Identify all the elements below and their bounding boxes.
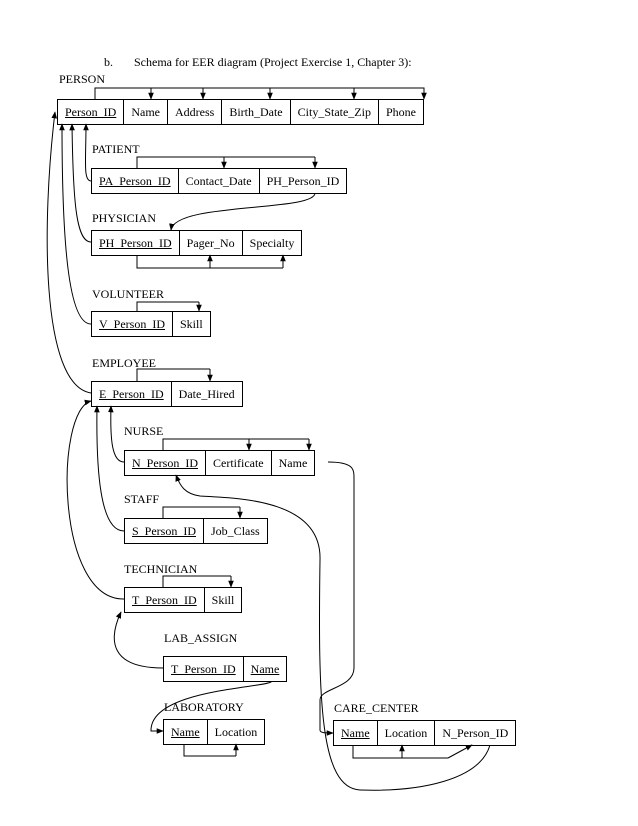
care-center-location-attr: Location [378,721,436,745]
patient-relation-name: PATIENT [92,142,140,156]
technician-skill-attr: Skill [211,593,235,607]
heading-text: Schema for EER diagram (Project Exercise… [134,55,412,69]
technician-to-employee-fk [66,399,125,600]
volunteer-fd-line [136,301,199,311]
volunteer-v-person-id-attr: V_Person_ID [92,312,173,336]
lab-assign-relation-name: LAB_ASSIGN [164,631,238,645]
nurse-to-employee-fk [108,405,125,463]
lab-assign-name-attr: Name [250,662,280,676]
nurse-relation-name: NURSE [124,424,164,438]
volunteer-relation-name: VOLUNTEER [92,287,164,301]
physician-table: PH_Person_ID Pager_No Specialty [91,230,303,256]
technician-t-person-id-attr: T_Person_ID [125,588,205,612]
technician-fd-line [162,575,231,587]
person-fd-line [94,87,425,99]
person-address-attr: Address [168,100,223,124]
lab-assign-to-technician-fk [113,611,164,669]
staff-relation-name: STAFF [124,492,160,506]
care-center-name-attr: Name [334,721,378,745]
physician-specialty-attr: Specialty [249,236,295,250]
lab-assign-to-laboratory-fk [150,680,273,734]
nurse-fd-line [162,438,309,450]
person-id-attr: Person_ID [58,100,125,124]
care-center-fd-arrow-n-person-id [447,744,473,759]
laboratory-fd-line [183,744,236,757]
physician-ph-person-id-attr: PH_Person_ID [92,231,180,255]
staff-job-class-attr: Job_Class [211,524,260,538]
patient-fd-line [136,156,315,168]
patient-pa-person-id-attr: PA_Person_ID [92,169,179,193]
staff-s-person-id-attr: S_Person_ID [125,519,205,543]
employee-date-hired-attr: Date_Hired [178,387,235,401]
employee-table: E_Person_ID Date_Hired [91,381,243,407]
lab-assign-table: T_Person_ID Name [163,656,288,682]
staff-to-employee-fk [94,405,125,532]
care-center-n-person-id-attr: N_Person_ID [442,726,509,740]
patient-to-person-fk [83,123,92,182]
person-relation-name: PERSON [59,72,106,86]
technician-table: T_Person_ID Skill [124,587,243,613]
patient-to-physician-fk [169,192,316,231]
volunteer-table: V_Person_ID Skill [91,311,211,337]
heading-letter: b. [104,55,113,69]
physician-fd-line [136,255,283,269]
staff-table: S_Person_ID Job_Class [124,518,268,544]
patient-ph-person-id-attr: PH_Person_ID [266,174,340,188]
physician-relation-name: PHYSICIAN [92,211,157,225]
laboratory-name-attr: Name [164,720,208,744]
care-center-to-nurse-fk [175,474,491,791]
volunteer-to-person-fk [59,123,92,325]
volunteer-skill-attr: Skill [180,317,203,331]
technician-relation-name: TECHNICIAN [124,562,198,576]
physician-pager-no-attr: Pager_No [180,231,243,255]
nurse-n-person-id-attr: N_Person_ID [125,451,206,475]
laboratory-relation-name: LABORATORY [164,700,244,714]
laboratory-location-attr: Location [214,725,258,739]
lab-assign-t-person-id-attr: T_Person_ID [164,657,244,681]
nurse-certificate-attr: Certificate [206,451,272,475]
person-city-state-zip-attr: City_State_Zip [291,100,379,124]
physician-to-person-fk [69,123,92,243]
nurse-to-care-center-fk [319,461,355,736]
patient-contact-date-attr: Contact_Date [179,169,260,193]
employee-e-person-id-attr: E_Person_ID [92,382,172,406]
person-phone-attr: Phone [385,105,416,119]
person-birth-date-attr: Birth_Date [222,100,291,124]
employee-to-person-fk [46,111,92,394]
employee-relation-name: EMPLOYEE [92,356,156,370]
nurse-name-attr: Name [278,456,308,470]
nurse-table: N_Person_ID Certificate Name [124,450,316,476]
person-name-attr: Name [124,100,168,124]
care-center-table: Name Location N_Person_ID [333,720,517,746]
person-table: Person_ID Name Address Birth_Date City_S… [57,99,424,125]
staff-fd-line [162,506,240,518]
employee-fd-line [136,368,210,381]
patient-table: PA_Person_ID Contact_Date PH_Person_ID [91,168,348,194]
care-center-fd-line [352,745,448,759]
care-center-relation-name: CARE_CENTER [334,701,419,715]
laboratory-table: Name Location [163,719,266,745]
